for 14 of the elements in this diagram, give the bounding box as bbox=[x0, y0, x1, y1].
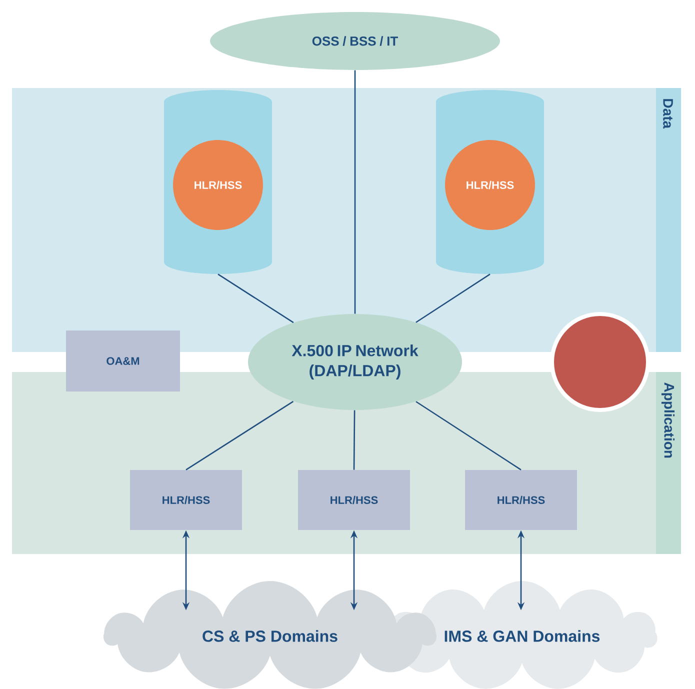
connector bbox=[354, 70, 356, 314]
process-box: HLR/HSS bbox=[298, 470, 410, 530]
connector bbox=[416, 401, 522, 470]
process-box: HLR/HSS bbox=[465, 470, 577, 530]
server-circle bbox=[550, 312, 650, 412]
connector bbox=[186, 400, 294, 470]
connector bbox=[218, 274, 294, 324]
connector bbox=[353, 410, 356, 470]
process-box: OA&M bbox=[66, 330, 180, 392]
connector bbox=[416, 274, 490, 323]
node-label: Data bbox=[663, 99, 673, 129]
domain-cloud: CS & PS Domains bbox=[103, 581, 437, 689]
process-box: HLR/HSS bbox=[130, 470, 242, 530]
node-label: Application bbox=[661, 382, 675, 458]
